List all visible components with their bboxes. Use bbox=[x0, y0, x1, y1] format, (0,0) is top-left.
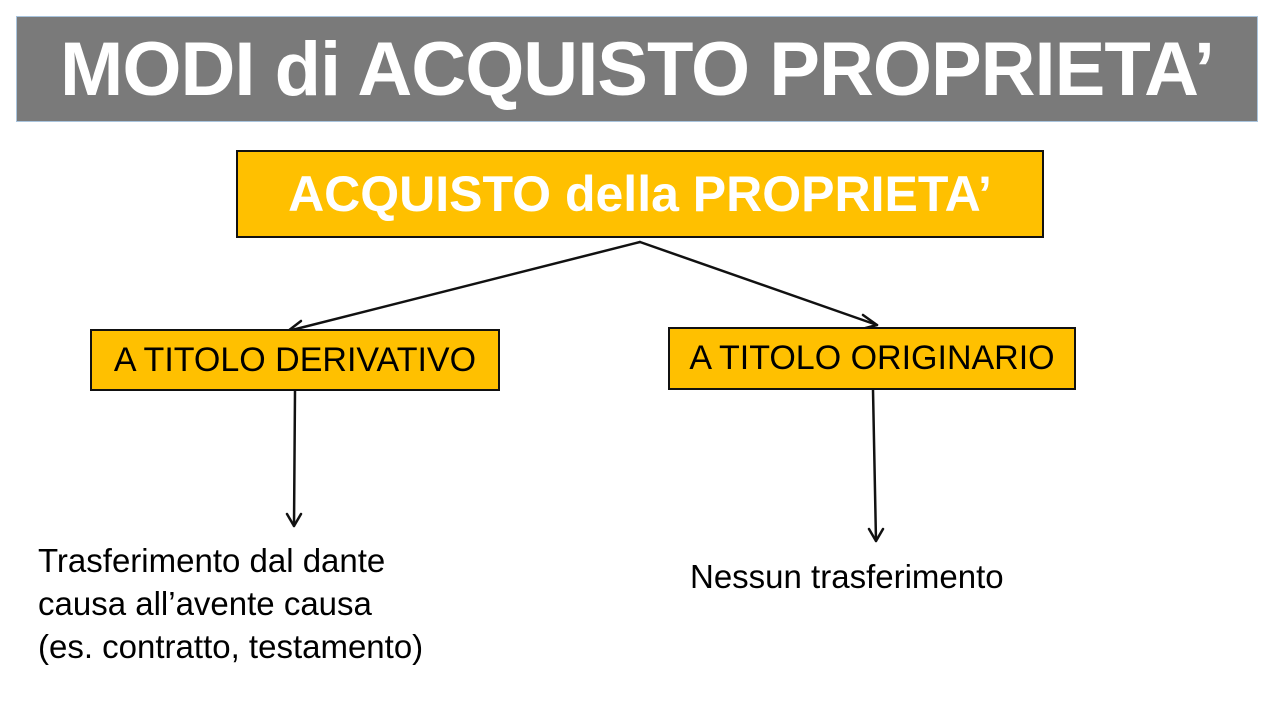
slide-title: MODI di ACQUISTO PROPRIETA’ bbox=[60, 26, 1215, 112]
root-node-label: ACQUISTO della PROPRIETA’ bbox=[288, 166, 992, 222]
arrow-down-icon bbox=[867, 388, 885, 543]
description-line: (es. contratto, testamento) bbox=[38, 627, 424, 665]
root-node-acquisto: ACQUISTO della PROPRIETA’ bbox=[236, 150, 1044, 238]
description-line: Nessun trasferimento bbox=[690, 558, 1004, 595]
originario-description: Nessun trasferimento bbox=[690, 556, 1004, 599]
description-line: Trasferimento dal dante bbox=[38, 542, 386, 579]
arrow-down-left-icon bbox=[286, 240, 642, 338]
arrow-down-icon bbox=[285, 389, 303, 528]
derivativo-description: Trasferimento dal dante causa all’avente… bbox=[38, 540, 423, 669]
branch-node-originario: A TITOLO ORIGINARIO bbox=[668, 327, 1076, 390]
description-line: causa all’avente causa bbox=[38, 584, 372, 622]
branch-node-label: A TITOLO ORIGINARIO bbox=[689, 339, 1055, 377]
branch-node-derivativo: A TITOLO DERIVATIVO bbox=[90, 329, 500, 391]
arrow-down-right-icon bbox=[638, 240, 879, 331]
branch-node-label: A TITOLO DERIVATIVO bbox=[113, 340, 477, 379]
slide-title-bar: MODI di ACQUISTO PROPRIETA’ bbox=[16, 16, 1258, 122]
